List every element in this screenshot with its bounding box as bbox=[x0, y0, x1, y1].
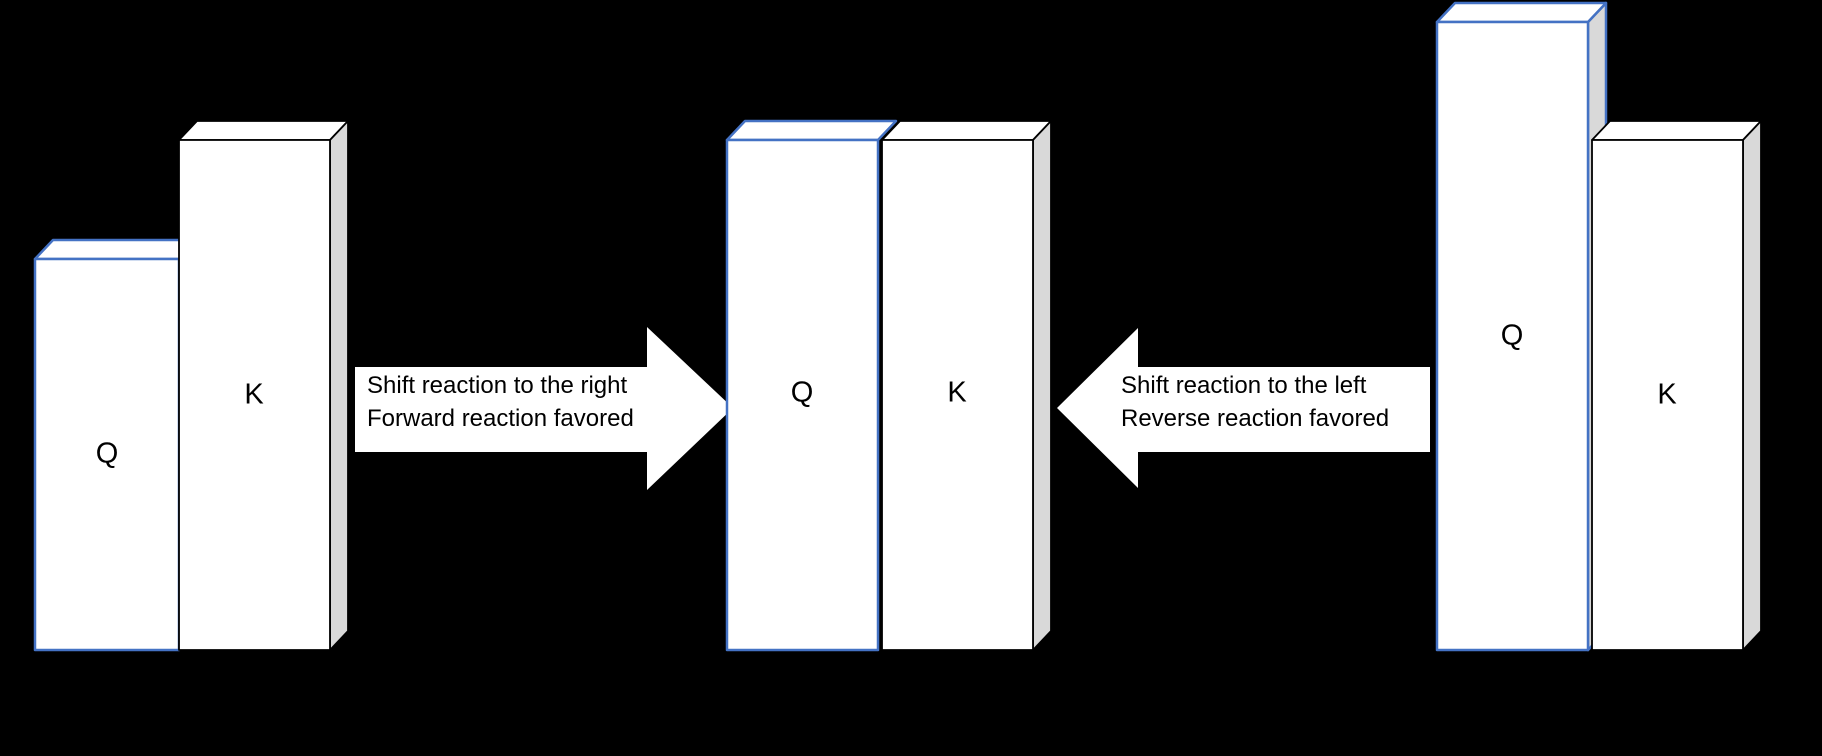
arrow-left-shape bbox=[1057, 328, 1430, 488]
right-q-bar-label: Q bbox=[1500, 319, 1524, 352]
middle-k-bar-side-face bbox=[1032, 120, 1052, 651]
arrow-right-shape bbox=[355, 327, 733, 490]
arrow-left-text-line1: Shift reaction to the left bbox=[1121, 372, 1367, 399]
left-q-bar-top-face bbox=[33, 238, 199, 261]
middle-q-bar-label: Q bbox=[790, 376, 814, 409]
middle-q-bar-front-face bbox=[725, 138, 880, 652]
right-k-bar-label: K bbox=[1657, 378, 1677, 411]
arrow-right-text-line1: Shift reaction to the right bbox=[367, 372, 628, 399]
right-k-bar-side-face bbox=[1742, 120, 1762, 651]
left-k-bar-front-face bbox=[178, 139, 331, 651]
middle-k-bar-label: K bbox=[947, 376, 967, 409]
right-k-bar-front-face bbox=[1591, 139, 1744, 651]
left-k-bar-label: K bbox=[244, 378, 264, 411]
right-q-bar-front-face bbox=[1435, 20, 1590, 652]
arrow-left-text-line2: Reverse reaction favored bbox=[1121, 405, 1390, 432]
arrow-left-text: Shift reaction to the left Reverse react… bbox=[1121, 369, 1389, 435]
middle-k-bar-top-face bbox=[881, 120, 1052, 141]
middle-q-bar-top-face bbox=[725, 119, 898, 142]
left-k-bar-top-face bbox=[178, 120, 349, 141]
right-q-bar-top-face bbox=[1435, 1, 1608, 24]
arrow-right-text-line2: Forward reaction favored bbox=[367, 405, 634, 432]
left-q-bar-label: Q bbox=[95, 437, 119, 470]
middle-k-bar-front-face bbox=[881, 139, 1034, 651]
right-k-bar-top-face bbox=[1591, 120, 1762, 141]
left-k-bar-side-face bbox=[329, 120, 349, 651]
arrow-right-text: Shift reaction to the right Forward reac… bbox=[367, 369, 634, 435]
